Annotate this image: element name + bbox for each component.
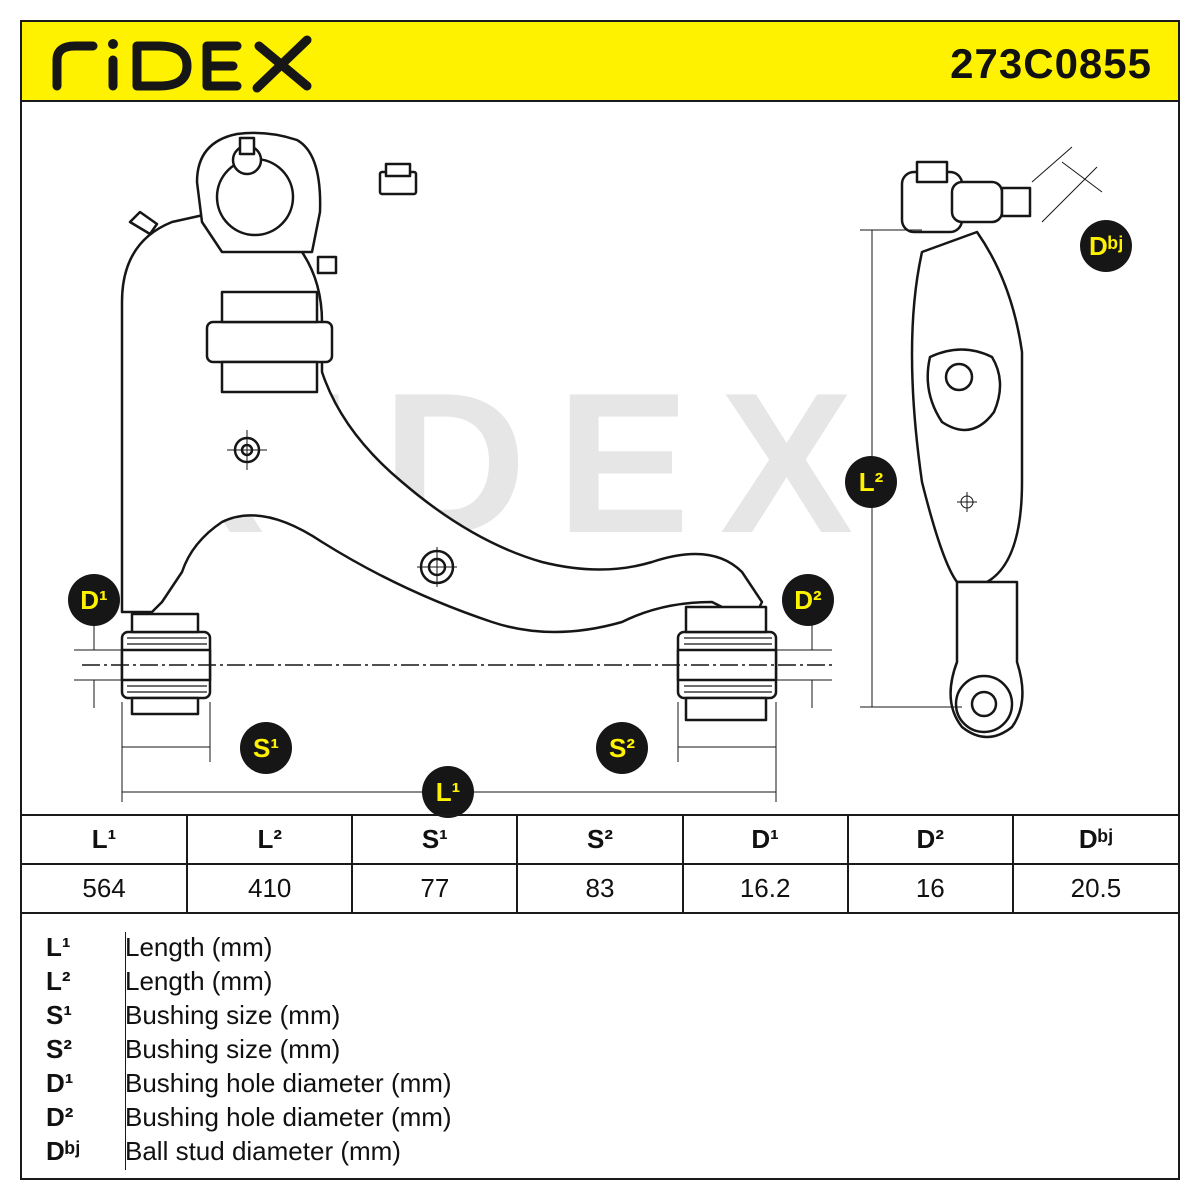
legend-symbol: L² <box>46 966 71 996</box>
ridex-logo <box>52 35 312 93</box>
spec-value-cell: 16.2 <box>681 864 848 913</box>
badge-s1: S¹ <box>240 722 292 774</box>
badge-l1-label: L¹ <box>435 776 461 807</box>
legend-row: S² Bushing size (mm) <box>22 1034 1178 1068</box>
badge-dbj-label: Dᵇʲ <box>1089 230 1123 261</box>
legend-description: Ball stud diameter (mm) <box>125 1136 401 1166</box>
badge-s2: S² <box>596 722 648 774</box>
legend-row: D¹ Bushing hole diameter (mm) <box>22 1068 1178 1102</box>
legend-symbol: Dᵇʲ <box>46 1136 80 1166</box>
legend-row: L¹ Length (mm) <box>22 932 1178 966</box>
badge-s2-label: S² <box>609 732 635 763</box>
badge-s1-label: S¹ <box>253 732 279 763</box>
legend-description: Length (mm) <box>125 932 273 962</box>
legend-symbol: D² <box>46 1102 74 1132</box>
legend: L¹ Length (mm) L² Length (mm) S¹ Bushing… <box>22 914 1178 1180</box>
legend-symbol: L¹ <box>46 932 71 962</box>
part-number: 273C0855 <box>950 40 1152 87</box>
control-arm-drawing: RIDEX <box>74 131 1103 802</box>
spec-header-cell: L² <box>186 815 353 865</box>
product-sheet: 273C0855 RIDEX <box>20 20 1180 1180</box>
legend-row: S¹ Bushing size (mm) <box>22 1000 1178 1034</box>
badge-l1: L¹ <box>422 766 474 818</box>
spec-value-cell: 83 <box>516 864 683 913</box>
legend-description: Bushing hole diameter (mm) <box>125 1068 452 1098</box>
legend-description: Bushing size (mm) <box>125 1000 341 1030</box>
spec-value-cell: 410 <box>186 864 353 913</box>
spec-value-cell: 77 <box>351 864 518 913</box>
legend-row: D² Bushing hole diameter (mm) <box>22 1102 1178 1136</box>
spec-value-cell: 20.5 <box>1011 864 1178 913</box>
badge-d1-label: D¹ <box>80 584 108 615</box>
badge-d2-label: D² <box>794 584 822 615</box>
spec-value-cell: 16 <box>846 864 1013 913</box>
technical-drawing: RIDEX <box>22 102 1178 818</box>
spec-table: L¹ L² S¹ S² D¹ D² Dᵇʲ 564 410 77 83 16.2… <box>22 814 1178 914</box>
legend-row: L² Length (mm) <box>22 966 1178 1000</box>
spec-value-cell: 564 <box>82 873 126 903</box>
legend-symbol: D¹ <box>46 1068 74 1098</box>
legend-row: Dᵇʲ Ball stud diameter (mm) <box>22 1136 1178 1170</box>
legend-symbol: S¹ <box>46 1000 72 1030</box>
badge-l2-label: L² <box>858 466 884 497</box>
spec-table-value-row: 564 410 77 83 16.2 16 20.5 <box>22 864 1178 913</box>
legend-description: Bushing hole diameter (mm) <box>125 1102 452 1132</box>
spec-header-cell: L¹ <box>22 815 188 865</box>
badge-dbj: Dᵇʲ <box>1080 220 1132 272</box>
spec-header-cell: D² <box>846 815 1013 865</box>
spec-header-cell: S² <box>516 815 683 865</box>
spec-header-cell: S¹ <box>351 815 518 865</box>
legend-description: Length (mm) <box>125 966 273 996</box>
legend-divider <box>125 932 126 1170</box>
badge-d1: D¹ <box>68 574 120 626</box>
header-bar: 273C0855 <box>22 22 1178 102</box>
spec-header-cell: Dᵇʲ <box>1011 815 1178 865</box>
badge-d2: D² <box>782 574 834 626</box>
badge-l2: L² <box>845 456 897 508</box>
legend-description: Bushing size (mm) <box>125 1034 341 1064</box>
spec-table-header-row: L¹ L² S¹ S² D¹ D² Dᵇʲ <box>22 815 1178 865</box>
spec-header-cell: D¹ <box>681 815 848 865</box>
legend-symbol: S² <box>46 1034 72 1064</box>
